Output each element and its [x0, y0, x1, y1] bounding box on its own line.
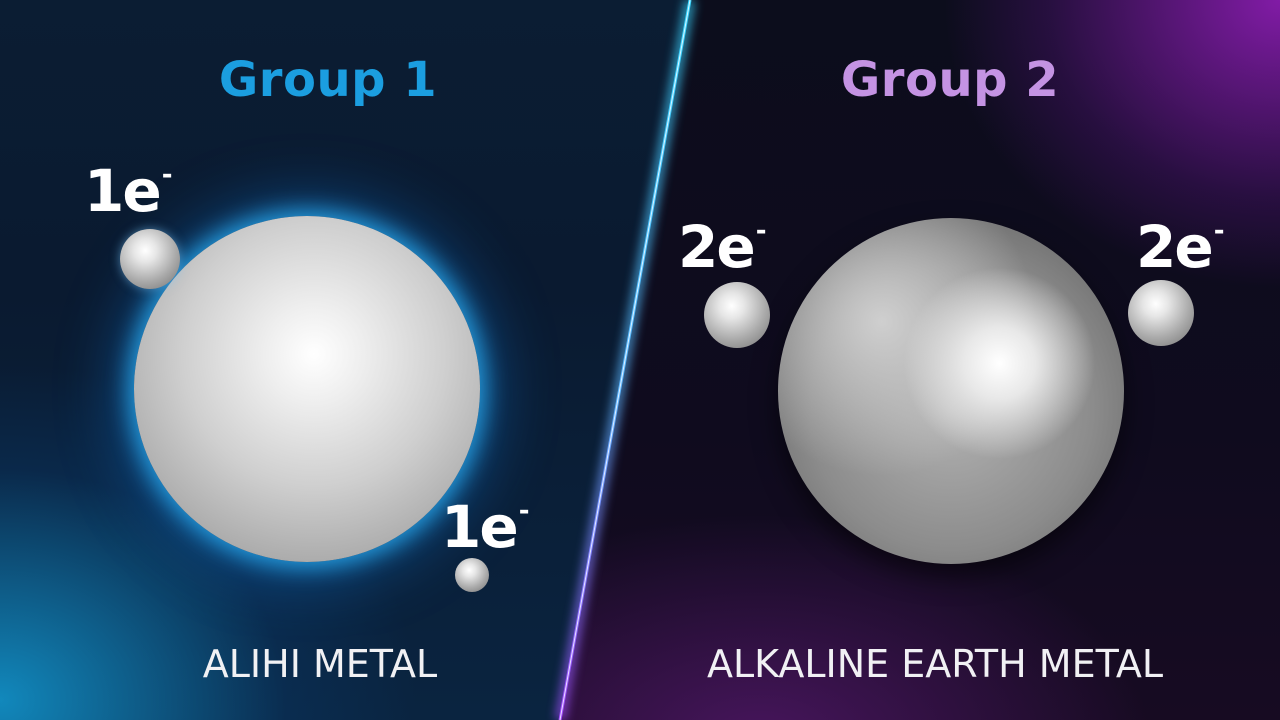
- group2-heading: Group 2: [840, 52, 1060, 108]
- group1-electron-top: [120, 229, 180, 289]
- group1-atom-sphere: [134, 216, 480, 562]
- electron-charge: -: [161, 160, 173, 190]
- electron-count: 2e: [1136, 213, 1214, 281]
- group1-heading: Group 1: [218, 52, 438, 108]
- electron-count: 1e: [84, 157, 162, 225]
- group1-metal-name: ALIHI METAL: [202, 642, 438, 686]
- electron-charge: -: [1213, 216, 1225, 246]
- group2-electron-right: [1128, 280, 1194, 346]
- group2-electron-label-right: 2e-: [1136, 216, 1225, 276]
- group2-electron-label-left: 2e-: [678, 216, 767, 276]
- group2-metal-name: ALKALINE EARTH METAL: [706, 642, 1164, 686]
- electron-count: 1e: [441, 493, 519, 561]
- electron-charge: -: [518, 496, 530, 526]
- electron-count: 2e: [678, 213, 756, 281]
- electron-charge: -: [755, 216, 767, 246]
- group1-electron-bottom: [455, 558, 489, 592]
- group1-electron-label-top: 1e-: [84, 160, 173, 220]
- group2-electron-left: [704, 282, 770, 348]
- group1-electron-label-bottom: 1e-: [441, 496, 530, 556]
- group2-atom-sphere: [778, 218, 1124, 564]
